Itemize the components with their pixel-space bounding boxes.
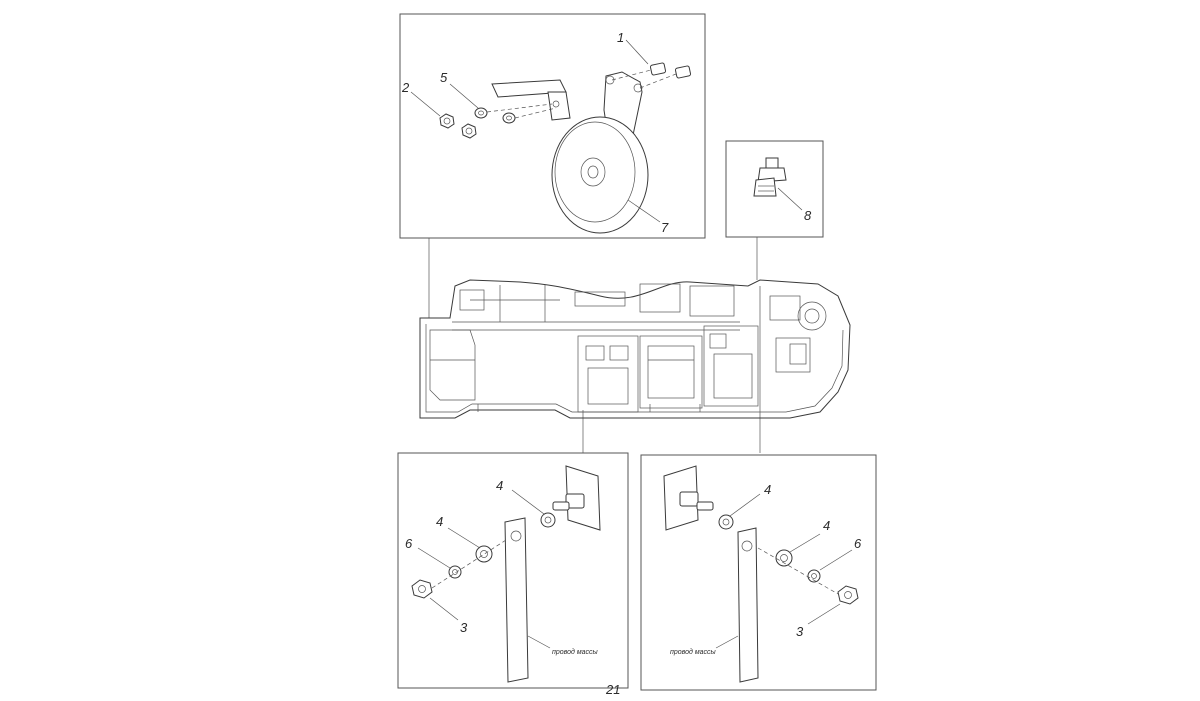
ground-right-frame (640, 454, 877, 691)
mount-plate-bolt-left (552, 465, 601, 531)
washer-right-lower (775, 549, 793, 567)
callout-right-3: 3 (796, 624, 804, 639)
callout-left-4a: 4 (496, 478, 503, 493)
washer-left-lower (475, 545, 493, 563)
callout-8: 8 (804, 208, 812, 223)
callout-5: 5 (440, 70, 448, 85)
connector-lines (428, 237, 761, 453)
leader-5 (449, 83, 479, 109)
horn-body (551, 116, 649, 234)
nut-right (837, 585, 859, 605)
horn-assembly-panel: 1 2 5 7 (399, 13, 706, 239)
sensor-panel-frame (725, 140, 824, 238)
sensor-item-8 (753, 157, 787, 197)
leader-8 (777, 187, 803, 211)
horn-panel-frame (399, 13, 706, 239)
callout-right-4a: 4 (764, 482, 771, 497)
callout-left-3: 3 (460, 620, 468, 635)
ground-left-frame (397, 452, 629, 689)
nuts-washers-items-2-5 (439, 103, 557, 139)
horn-bracket (491, 79, 571, 121)
page-number: 21 (605, 682, 620, 696)
wire-label-left: провод массы (552, 648, 599, 656)
bolts-item-1 (611, 62, 692, 89)
ground-strap-right (737, 527, 759, 683)
callout-1: 1 (617, 30, 624, 45)
callout-2: 2 (401, 80, 410, 95)
lockwasher-right (807, 569, 821, 583)
ground-strap-left (504, 517, 529, 683)
ground-strap-panel-left: 4 4 6 3 провод массы (397, 452, 629, 689)
mount-plate-bolt-right (663, 465, 714, 531)
sensor-panel: 8 (725, 140, 824, 238)
leader-1 (625, 39, 649, 65)
callout-7: 7 (661, 220, 669, 235)
callout-left-4b: 4 (436, 514, 443, 529)
wire-label-right: провод массы (670, 648, 717, 656)
callout-right-4b: 4 (823, 518, 830, 533)
leader-2 (410, 91, 441, 117)
callout-left-6: 6 (405, 536, 413, 551)
callout-right-6: 6 (854, 536, 862, 551)
nut-left (411, 579, 433, 599)
vehicle-chassis-view (419, 279, 851, 419)
ground-strap-panel-right: 4 4 6 3 провод массы (640, 454, 877, 691)
leader-7 (627, 199, 661, 223)
washer-left-upper (540, 512, 556, 528)
washer-right-upper (718, 514, 734, 530)
